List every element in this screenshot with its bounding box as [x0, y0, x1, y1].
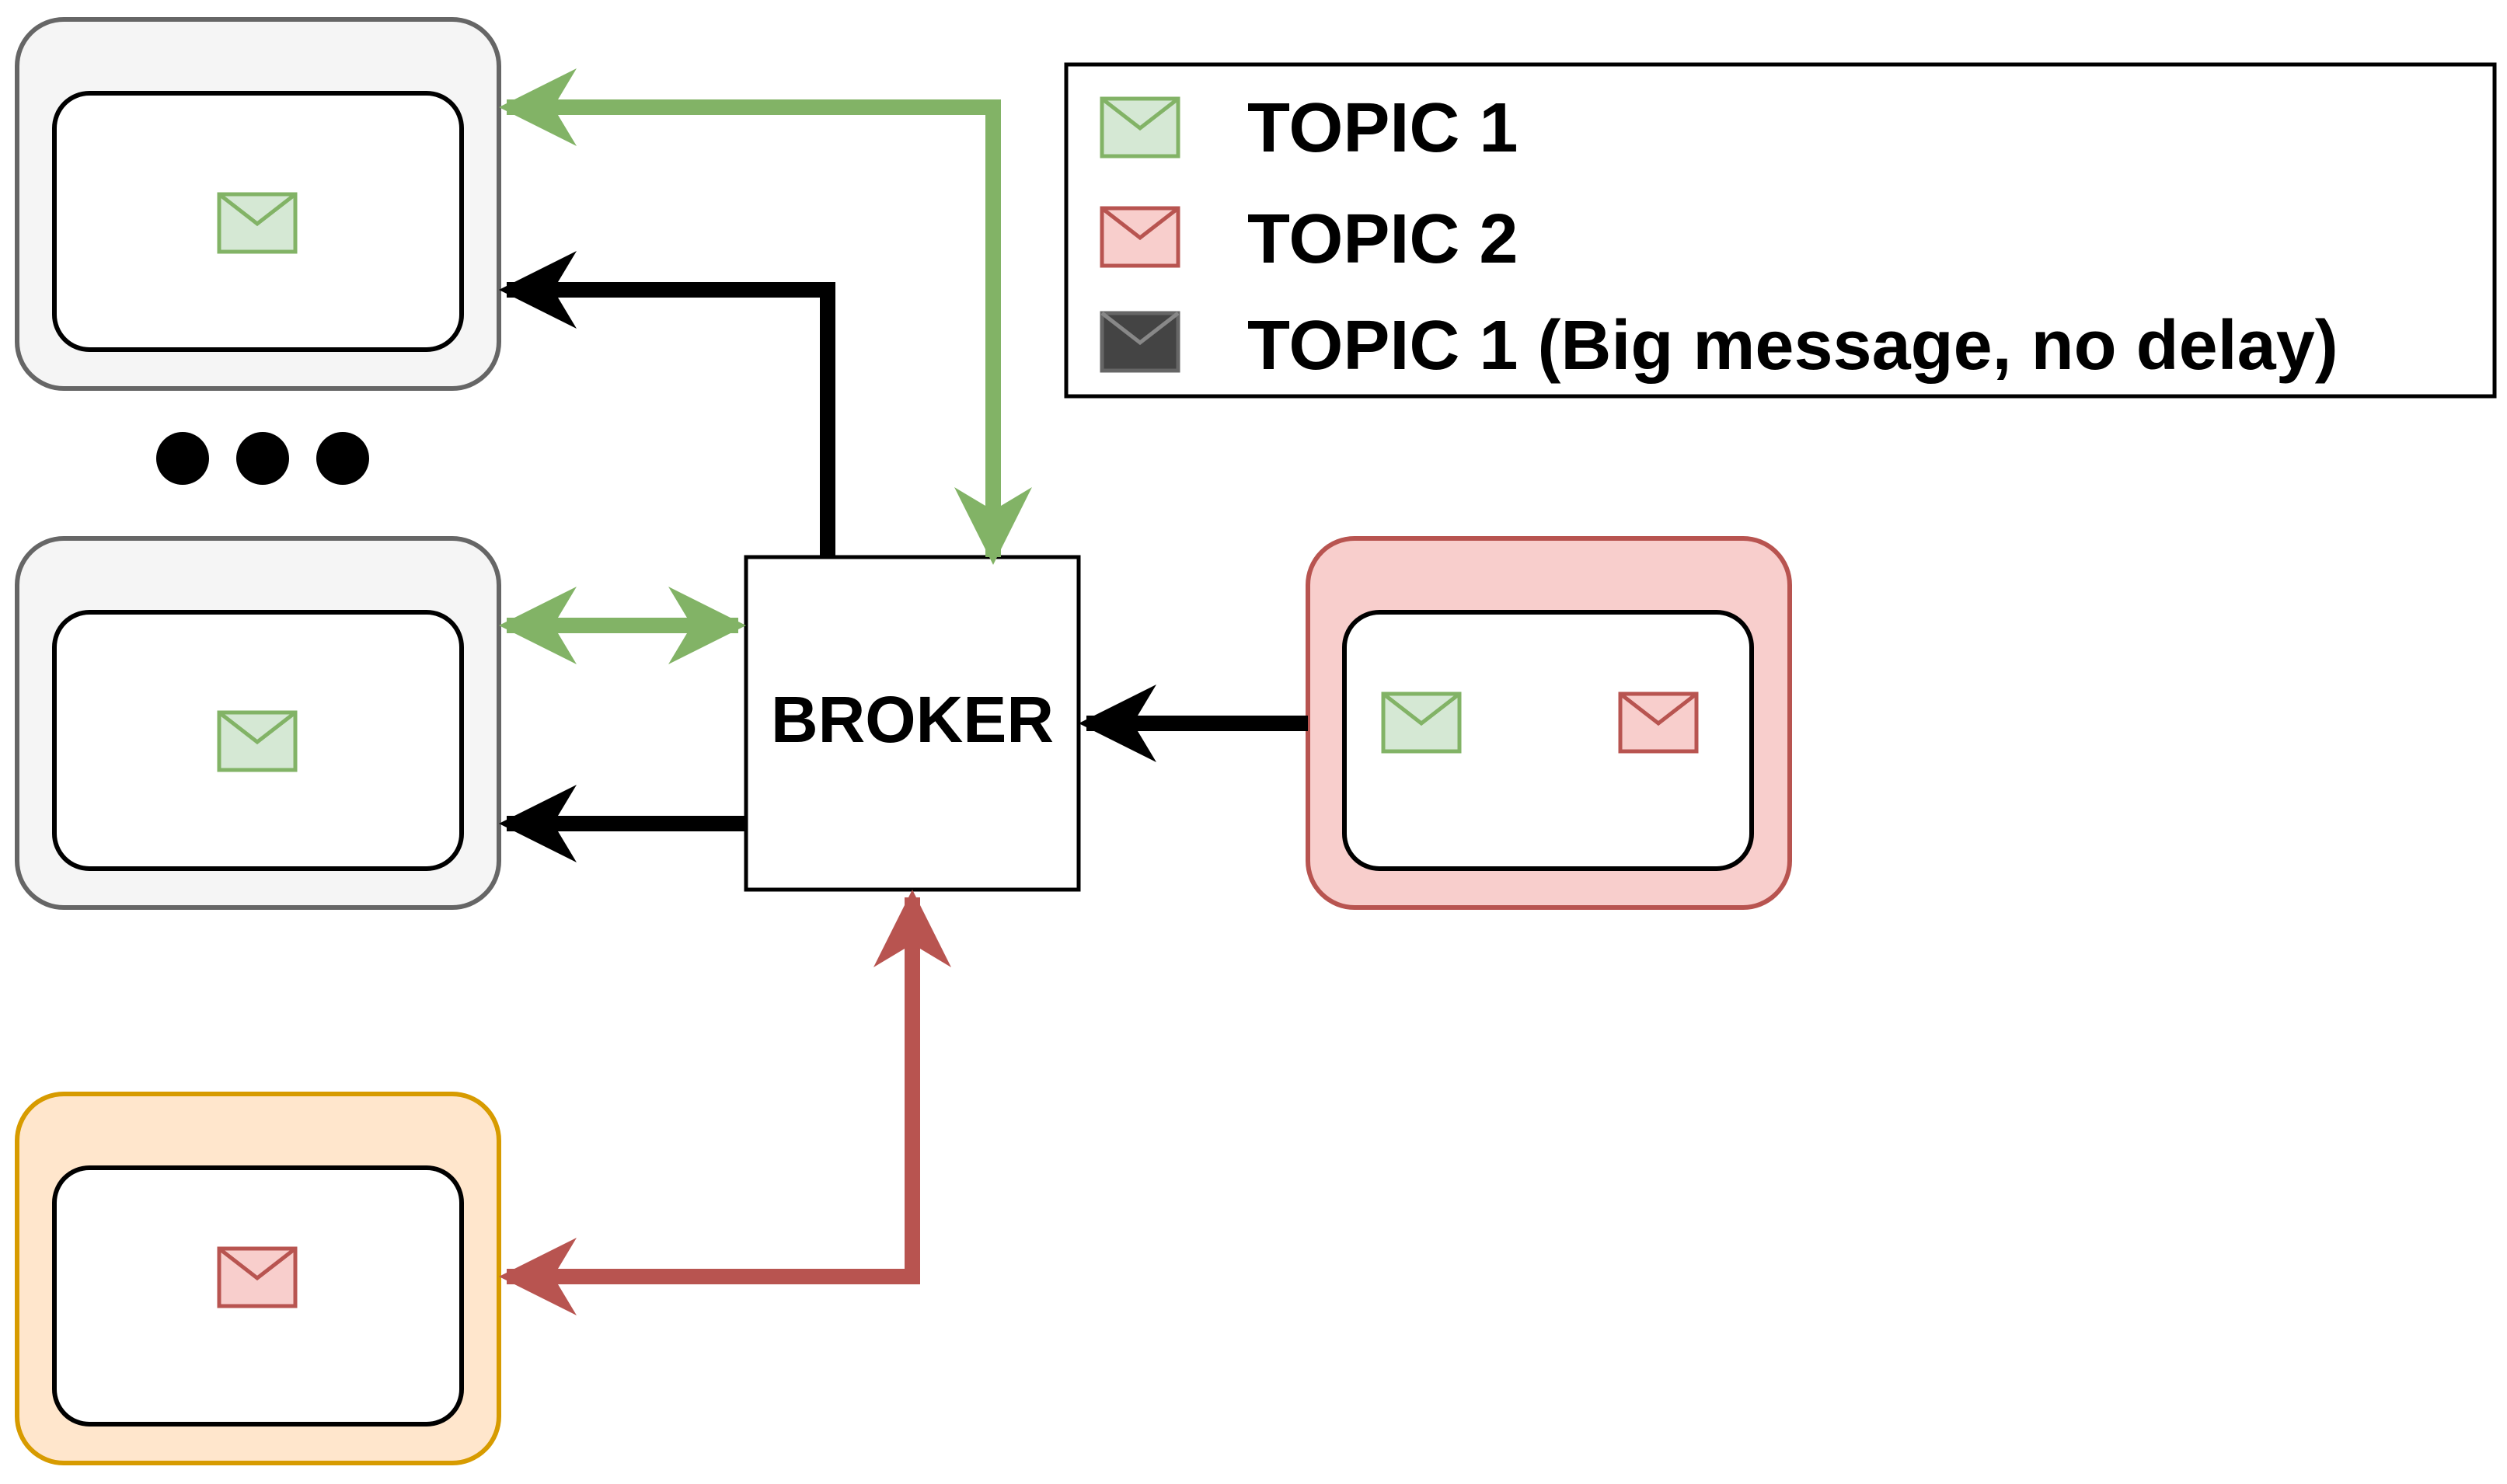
legend-label: TOPIC 1 (Big message, no delay) — [1247, 307, 2338, 385]
topic2-subscriber-node — [15, 1092, 501, 1465]
ellipsis-dots-icon — [156, 432, 369, 485]
envelope-icon — [1100, 96, 1180, 159]
legend-label: TOPIC 2 — [1247, 200, 1518, 278]
green-link-subscriber-1 — [499, 68, 1032, 565]
broker-label: BROKER — [771, 683, 1054, 756]
subscriber-node-1 — [15, 17, 501, 391]
legend: TOPIC 1 TOPIC 2 TOPIC 1 (Big message, no… — [1064, 62, 2497, 399]
envelope-icon — [1618, 691, 1699, 754]
envelope-icon — [217, 1246, 298, 1308]
legend-item-topic1: TOPIC 1 — [1100, 89, 1518, 167]
subscriber-node-n — [15, 536, 501, 910]
broker-node: BROKER — [744, 555, 1081, 892]
legend-label: TOPIC 1 — [1247, 89, 1518, 167]
envelope-icon — [217, 192, 298, 254]
publisher-node — [1306, 536, 1792, 910]
legend-item-topic2: TOPIC 2 — [1100, 200, 1518, 278]
legend-item-big-message: TOPIC 1 (Big message, no delay) — [1100, 307, 2338, 385]
red-link-topic2-subscriber — [499, 890, 951, 1315]
envelope-icon — [1381, 691, 1462, 754]
envelope-icon — [217, 710, 298, 772]
envelope-icon — [1100, 206, 1180, 268]
black-link-subscriber-1 — [499, 251, 835, 557]
envelope-icon — [1100, 311, 1180, 373]
